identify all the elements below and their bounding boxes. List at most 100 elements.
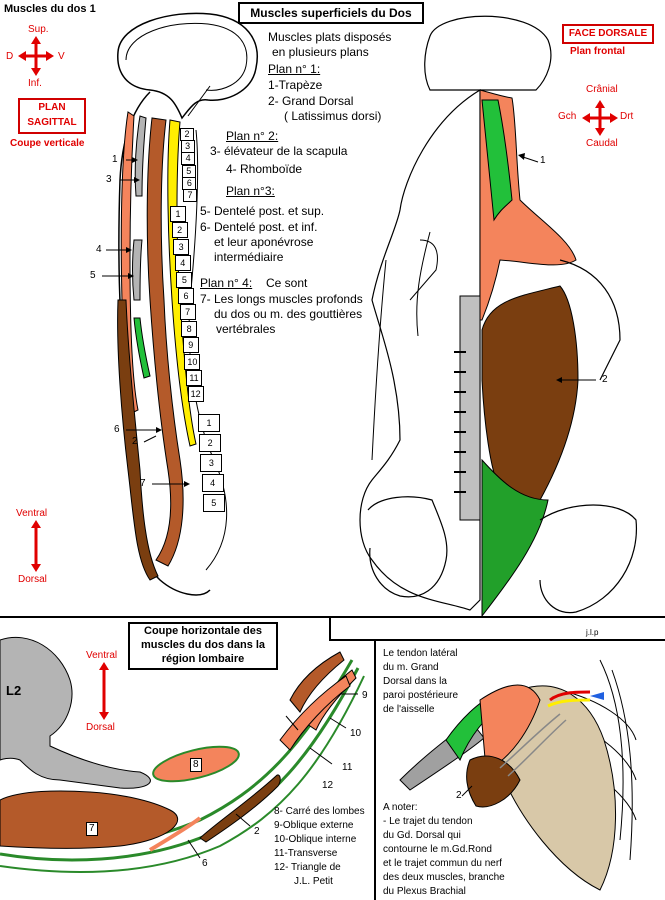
legend-plan3-item6c: intermédiaire (214, 250, 284, 264)
legend-plan4-item7b: du dos ou m. des gouttières (214, 307, 363, 321)
thoracic-vertebra-5: 5 (176, 271, 193, 288)
thoracic-vertebra-11: 11 (186, 370, 202, 386)
plan-sagittal-line2: SAGITTAL (27, 117, 77, 128)
deep-muscles-sagittal (146, 117, 184, 567)
legend-plan2-item3: 3- élévateur de la scapula (210, 144, 348, 158)
axilla-callout-2: 2 (456, 790, 462, 801)
horizontal-legend-12b: J.L. Petit (294, 876, 333, 887)
legend-plan1-item2b: ( Latissimus dorsi) (284, 109, 382, 123)
horizontal-title-line3: région lombaire (161, 653, 245, 665)
cervical-vertebra-7: 7 (183, 189, 197, 202)
horizontal-legend-12: 12- Triangle de (274, 862, 341, 873)
axilla-note-line4: et le trajet commun du nerf (383, 858, 502, 869)
legend-plan2-title: Plan n° 2: (226, 129, 279, 143)
arrow-skull (187, 85, 211, 117)
thoracic-vertebra-6: 6 (178, 288, 194, 304)
axilla-note-title: A noter: (383, 802, 418, 813)
legend-plan3-title: Plan n°3: (226, 184, 275, 198)
cervical-vertebra-6: 6 (182, 176, 197, 190)
horizontal-label-2: 2 (254, 826, 260, 837)
sagittal-orient-cross (18, 36, 54, 76)
axilla-note-line1: - Le trajet du tendon (383, 816, 473, 827)
horizontal-legend-10: 10-Oblique interne (274, 834, 357, 845)
dorsal-signature: j.l.p (586, 628, 599, 637)
sagittal-callout-4: 4 (96, 244, 102, 255)
axilla-desc-line2: du m. Grand (383, 662, 439, 673)
torso-left-outline (359, 88, 481, 611)
horizontal-label-12: 12 (322, 780, 334, 791)
horizontal-title-line2: muscles du dos dans la (140, 639, 266, 651)
legend-plan1-item1: 1-Trapèze (268, 78, 323, 92)
axilla-desc-line3: Dorsal dans la (383, 676, 447, 687)
horizontal-label-6: 6 (202, 858, 208, 869)
axilla-drawing (399, 651, 637, 900)
dorsal-gch-label: Gch (558, 111, 577, 122)
aponeurosis-dorsal (481, 458, 549, 618)
thoracic-vertebra-3: 3 (173, 238, 190, 255)
horizontal-label-7: 7 (86, 822, 98, 836)
axilla-note-line2: du Gd. Dorsal qui (383, 830, 461, 841)
plan-frontal-label: Plan frontal (570, 46, 626, 57)
erector-horizontal (0, 790, 179, 849)
thoracic-vertebra-7: 7 (179, 304, 196, 321)
horizontal-legend-11: 11-Transverse (274, 848, 338, 859)
rhomboid-dorsal (481, 99, 513, 222)
horizontal-title-line1: Coupe horizontale des (144, 625, 262, 637)
legend-plan3-item6: 6- Dentelé post. et inf. (200, 220, 318, 234)
horizontal-label-8: 8 (190, 758, 202, 772)
lumbar-vertebra-1: 1 (198, 414, 220, 432)
lumbar-vertebra-3: 3 (200, 454, 223, 472)
plan-sagittal-box: PLAN SAGITTAL (18, 98, 86, 134)
legend-plan3-item5: 5- Dentelé post. et sup. (200, 204, 325, 218)
spine-strip (459, 295, 481, 521)
thoracic-vertebra-2: 2 (171, 222, 188, 239)
orient-inf-label: Inf. (28, 78, 42, 89)
latissimus-sagittal (117, 299, 159, 581)
cervical-vertebra-2: 2 (180, 128, 194, 141)
lumbar-vertebra-5: 5 (202, 494, 225, 512)
horizontal-section-drawing (0, 636, 365, 873)
thoracic-vertebra-4: 4 (174, 255, 191, 272)
dorsal-callout-1: 1 (540, 155, 546, 166)
horizontal-label-11: 11 (342, 762, 353, 773)
thoracic-vertebra-8: 8 (181, 320, 198, 337)
axilla-desc-line4: paroi postérieure (383, 690, 459, 701)
legend-plan1-title: Plan n° 1: (268, 62, 321, 76)
horizontal-orient-arrow (99, 662, 109, 720)
thoracic-vertebra-12: 12 (187, 386, 204, 403)
sagittal-callout-2: 2 (132, 436, 138, 447)
horizontal-legend-8: 8- Carré des lombes (274, 806, 365, 817)
legend-plan4-suffix: Ce sont (266, 276, 308, 290)
legend-plan4-item7: 7- Les longs muscles profonds (200, 292, 363, 306)
lumbar-vertebra-2: 2 (199, 434, 222, 452)
axilla-note-line3: contourne le m.Gd.Rond (383, 844, 492, 855)
face-dorsale-box: FACE DORSALE (562, 24, 654, 44)
cervical-vertebra-5: 5 (181, 164, 196, 178)
latissimus-dorsal (481, 285, 579, 505)
head-outline (424, 15, 552, 91)
legend-plan3-item6b: et leur aponévrose (214, 235, 314, 249)
horizontal-title-box: Coupe horizontale des muscles du dos dan… (128, 622, 278, 670)
vertebra-L2-label: L2 (6, 683, 22, 698)
vertebra-L2-horizontal (0, 636, 151, 789)
axilla-desc-line1: Le tendon latéral (383, 648, 458, 659)
legend-plan4-item7c: vertébrales (216, 322, 276, 336)
sagittal-callout-7: 7 (140, 478, 146, 489)
horizontal-ventral-label: Ventral (86, 650, 118, 661)
sagittal-ventral-dorsal-arrow (31, 520, 41, 572)
pelvis-left (367, 496, 448, 598)
orient-d-label: D (6, 51, 14, 62)
sagittal-callout-6: 6 (114, 424, 120, 435)
horizontal-label-9: 9 (362, 690, 368, 701)
dorsal-view-drawing (359, 15, 638, 618)
coupe-verticale-label: Coupe verticale (10, 138, 85, 149)
legend-plan2-item4: 4- Rhomboïde (226, 162, 303, 176)
sagittal-section-drawing (117, 12, 258, 596)
legend-plan1-item2: 2- Grand Dorsal (268, 94, 354, 108)
latissimus-horizontal (199, 774, 281, 843)
thoracic-vertebra-9: 9 (182, 337, 199, 354)
sagittal-callout-1: 1 (112, 154, 118, 165)
axilla-note-line6: du Plexus Brachial (383, 886, 466, 897)
horizontal-legend-9: 9-Oblique externe (274, 820, 354, 831)
dorsal-cranial-label: Crânial (586, 84, 618, 95)
